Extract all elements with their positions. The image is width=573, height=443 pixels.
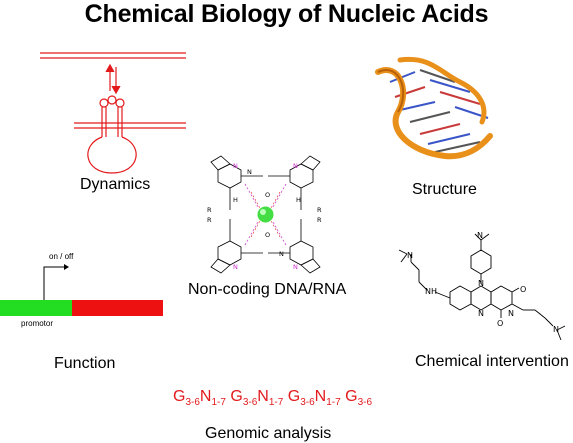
svg-text:N: N — [478, 279, 484, 288]
svg-text:N: N — [293, 263, 298, 271]
svg-text:R: R — [317, 216, 322, 224]
promoter-label: promotor — [21, 319, 54, 328]
svg-text:N: N — [293, 162, 298, 170]
motif-g4: G3-6 — [345, 388, 373, 409]
svg-text:R: R — [317, 206, 322, 214]
dynamics-diagram — [40, 52, 186, 174]
svg-text:H: H — [431, 287, 437, 296]
structure-label: Structure — [412, 181, 477, 198]
switch-label: on / off — [49, 252, 74, 261]
svg-text:O: O — [520, 285, 526, 294]
noncoding-label: Non-coding DNA/RNA — [188, 281, 347, 298]
motif-g2: G3-6N1-7 — [230, 388, 284, 409]
motif-g3: G3-6N1-7 — [287, 388, 341, 409]
svg-text:R: R — [207, 206, 212, 214]
promoter-block — [0, 300, 72, 316]
svg-text:N: N — [478, 309, 484, 318]
page-title: Chemical Biology of Nucleic Acids — [84, 0, 489, 28]
svg-text:N: N — [279, 250, 284, 258]
switch-arrow — [43, 264, 69, 301]
svg-text:N: N — [247, 168, 252, 176]
svg-text:N: N — [425, 287, 431, 296]
motif-g1: G3-6N1-7 — [173, 388, 226, 409]
g-quadruplex-diagram: N O H H R R R R O N N N N N — [207, 155, 322, 274]
svg-text:R: R — [207, 216, 212, 224]
svg-text:N: N — [233, 263, 238, 271]
svg-text:H: H — [296, 196, 301, 204]
gene-block — [72, 300, 163, 316]
genomic-label: Genomic analysis — [205, 425, 332, 442]
svg-text:N: N — [233, 162, 238, 170]
svg-text:O: O — [265, 231, 270, 239]
structure-diagram — [375, 56, 493, 160]
dynamics-label: Dynamics — [80, 176, 151, 193]
svg-text:N: N — [477, 231, 483, 240]
svg-text:N: N — [407, 251, 413, 260]
function-label: Function — [54, 355, 116, 372]
svg-text:H: H — [233, 196, 238, 204]
g4-motif: G3-6N1-7 G3-6N1-7 G3-6N1-7 G3-6 — [173, 388, 372, 408]
svg-text:N: N — [553, 325, 559, 334]
svg-text:O: O — [497, 319, 503, 328]
svg-text:N: N — [508, 309, 514, 318]
drug-molecule-diagram: N N N N O O N H N N — [398, 231, 566, 341]
intervention-label: Chemical intervention — [415, 353, 569, 370]
svg-text:O: O — [265, 191, 270, 199]
